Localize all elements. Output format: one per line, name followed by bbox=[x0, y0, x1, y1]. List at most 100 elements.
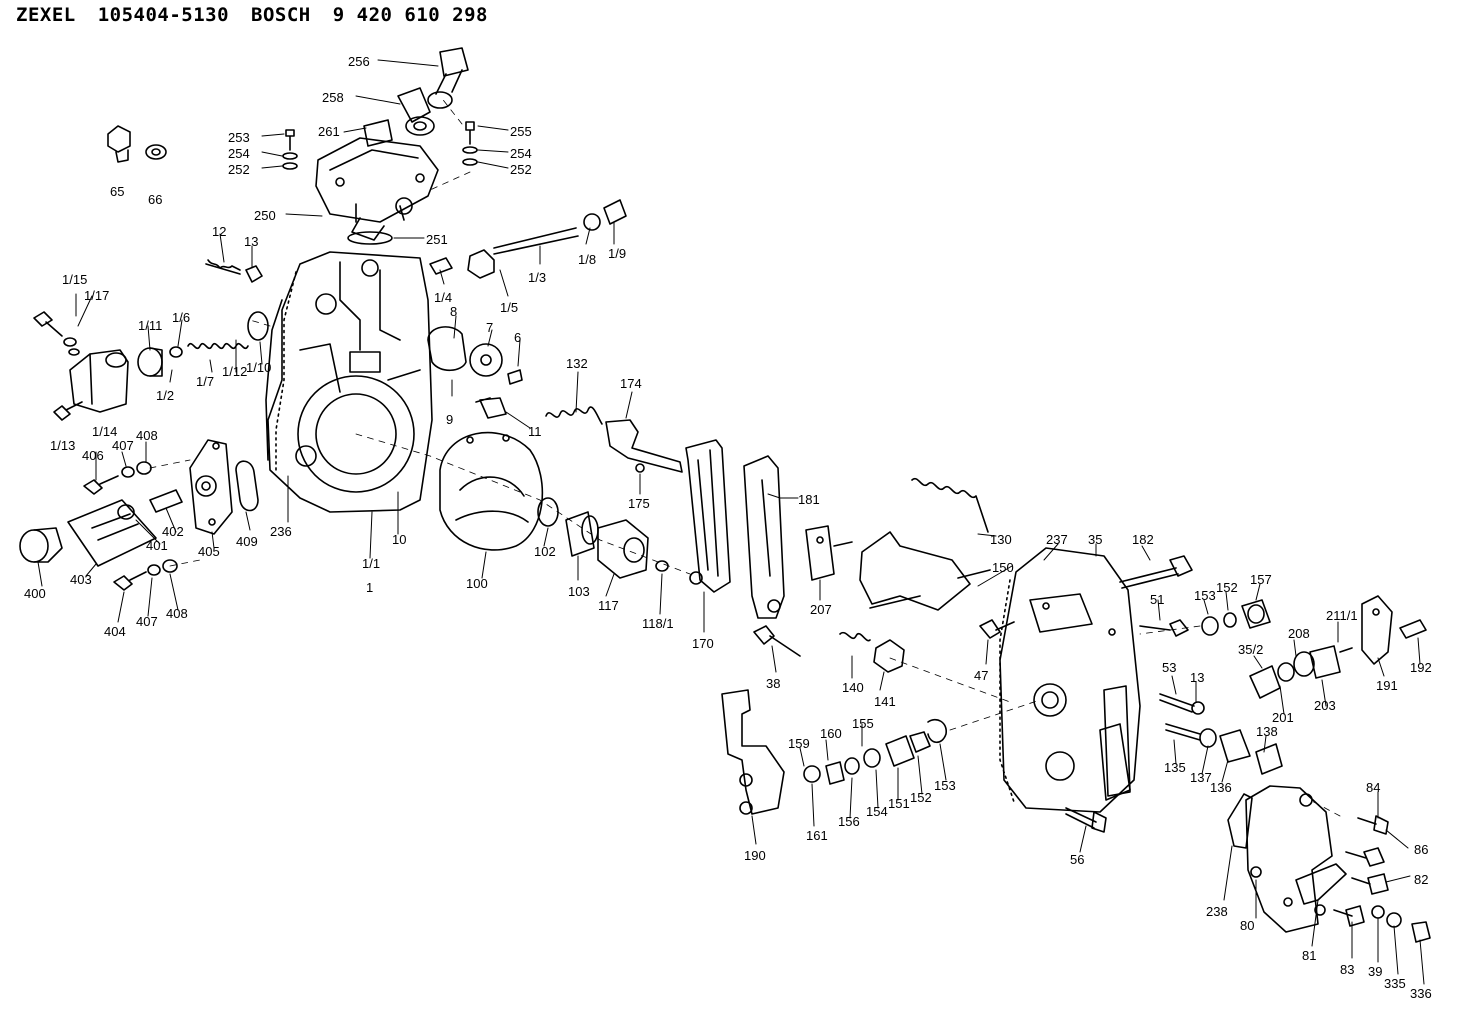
cam-ring-100 bbox=[439, 431, 544, 551]
part-label: 250 bbox=[254, 208, 276, 223]
part-label: 10 bbox=[392, 532, 406, 547]
gasket-ring-251 bbox=[347, 231, 393, 245]
part-label: 208 bbox=[1288, 626, 1310, 641]
part-label: 237 bbox=[1046, 532, 1068, 547]
part-label: 182 bbox=[1132, 532, 1154, 547]
part-label: 252 bbox=[228, 162, 250, 177]
screw-12 bbox=[205, 259, 263, 283]
valve-402 bbox=[117, 489, 183, 520]
part-label: 103 bbox=[568, 584, 590, 599]
part-label: 157 bbox=[1250, 572, 1272, 587]
part-label: 207 bbox=[810, 602, 832, 617]
screw-set-left-top bbox=[282, 129, 298, 170]
center-lines bbox=[149, 95, 1341, 817]
part-label: 8 bbox=[450, 304, 457, 319]
part-label: 1/14 bbox=[92, 424, 117, 439]
part-label: 336 bbox=[1410, 986, 1432, 1001]
piston-1-11 bbox=[137, 346, 183, 377]
part-label: 1/3 bbox=[528, 270, 546, 285]
spring-130 bbox=[911, 477, 989, 533]
screw-406 bbox=[83, 461, 152, 495]
part-label: 175 bbox=[628, 496, 650, 511]
part-label: 1/8 bbox=[578, 252, 596, 267]
part-label: 406 bbox=[82, 448, 104, 463]
lever-170 bbox=[685, 439, 731, 593]
header-part-zexel: 105404-5130 bbox=[97, 4, 230, 26]
part-label: 136 bbox=[1210, 780, 1232, 795]
part-label: 407 bbox=[136, 614, 158, 629]
parts-151-161 bbox=[803, 718, 947, 785]
part-label: 1/10 bbox=[246, 360, 271, 375]
gasket-237-dotted bbox=[999, 579, 1015, 803]
valve-11 bbox=[475, 397, 507, 419]
part-label: 238 bbox=[1206, 904, 1228, 919]
part-label: 1 bbox=[366, 580, 373, 595]
cover-plate-405 bbox=[189, 439, 233, 535]
part-label: 190 bbox=[744, 848, 766, 863]
screw-182 bbox=[1119, 555, 1193, 589]
part-label: 150 bbox=[992, 560, 1014, 575]
outlet-fitting-part bbox=[397, 87, 435, 136]
part-label: 1/1 bbox=[362, 556, 380, 571]
part-label: 335 bbox=[1384, 976, 1406, 991]
bolt-47 bbox=[979, 619, 1015, 639]
part-label: 156 bbox=[838, 814, 860, 829]
oring-1-10 bbox=[247, 311, 269, 341]
part-label: 117 bbox=[598, 598, 619, 613]
parts-152-157 bbox=[1201, 599, 1271, 636]
part-label: 56 bbox=[1070, 852, 1084, 867]
part-label: 252 bbox=[510, 162, 532, 177]
part-label: 102 bbox=[534, 544, 556, 559]
part-label: 1/4 bbox=[434, 290, 452, 305]
part-label: 11 bbox=[528, 424, 542, 439]
part-label: 191 bbox=[1376, 678, 1398, 693]
spring-132 bbox=[545, 406, 603, 425]
part-label: 402 bbox=[162, 524, 184, 539]
part-label: 65 bbox=[110, 184, 124, 199]
part-label: 39 bbox=[1368, 964, 1382, 979]
part-label: 1/13 bbox=[50, 438, 75, 453]
part-label: 152 bbox=[1216, 580, 1238, 595]
part-label: 181 bbox=[798, 492, 820, 507]
part-label: 153 bbox=[934, 778, 956, 793]
part-label: 153 bbox=[1194, 588, 1216, 603]
part-label: 66 bbox=[148, 192, 162, 207]
part-label: 160 bbox=[820, 726, 842, 741]
part-label: 118/1 bbox=[642, 616, 674, 631]
part-number-labels: 25625826125325425225525425265662502511/8… bbox=[24, 54, 1432, 1001]
part-label: 1/6 bbox=[172, 310, 190, 325]
part-label: 132 bbox=[566, 356, 588, 371]
part-label: 86 bbox=[1414, 842, 1428, 857]
part-label: 83 bbox=[1340, 962, 1354, 977]
part-label: 1/15 bbox=[62, 272, 87, 287]
header-brand-bosch: BOSCH bbox=[251, 4, 311, 26]
part-label: 203 bbox=[1314, 698, 1336, 713]
part-label: 1/7 bbox=[196, 374, 214, 389]
banjo-bolt-part bbox=[427, 47, 469, 109]
part-label: 51 bbox=[1150, 592, 1164, 607]
part-label: 130 bbox=[990, 532, 1012, 547]
part-label: 407 bbox=[112, 438, 134, 453]
oring-409 bbox=[235, 460, 259, 512]
adjuster-35-2 bbox=[1249, 645, 1341, 699]
part-label: 403 bbox=[70, 572, 92, 587]
pump-housing-part bbox=[265, 251, 433, 513]
part-label: 211/1 bbox=[1326, 608, 1358, 623]
part-label: 6 bbox=[514, 330, 521, 345]
part-label: 258 bbox=[322, 90, 344, 105]
part-label: 254 bbox=[228, 146, 250, 161]
part-label: 1/11 bbox=[138, 318, 162, 333]
part-label: 1/17 bbox=[84, 288, 109, 303]
lever-81 bbox=[1295, 863, 1347, 905]
part-label: 80 bbox=[1240, 918, 1254, 933]
bracket-1-14-part bbox=[69, 349, 129, 413]
part-label: 82 bbox=[1414, 872, 1428, 887]
part-label: 174 bbox=[620, 376, 642, 391]
bolt-38 bbox=[753, 625, 801, 657]
part-label: 254 bbox=[510, 146, 532, 161]
diaphragm-8 bbox=[427, 326, 523, 385]
part-label: 192 bbox=[1410, 660, 1432, 675]
part-label: 1/12 bbox=[222, 364, 247, 379]
spring-1-7 bbox=[187, 342, 249, 350]
